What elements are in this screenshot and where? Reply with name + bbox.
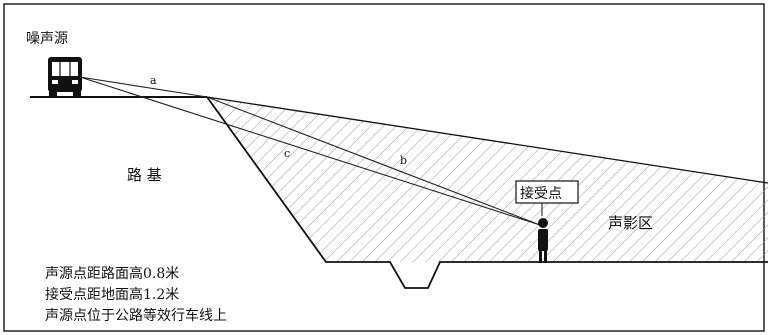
roadbed-label: 路 基 xyxy=(127,166,162,184)
vehicle-icon xyxy=(48,57,82,97)
ray-c-line xyxy=(79,76,541,226)
receiver-label-box xyxy=(515,180,579,204)
note-source-height: 声源点距路面高0.8米 xyxy=(45,265,179,282)
note-source-position: 声源点位于公路等效行车线上 xyxy=(45,307,227,324)
ray-b-line xyxy=(206,96,541,226)
person-icon xyxy=(538,218,548,263)
shadow-boundary-line xyxy=(206,96,768,184)
receiver-label: 接受点 xyxy=(520,185,562,202)
note-receiver-height: 接受点距地面高1.2米 xyxy=(45,286,179,303)
ray-b-label: b xyxy=(400,154,407,167)
ray-a-label: a xyxy=(150,74,157,87)
ground-profile xyxy=(206,96,768,289)
ray-c-label: c xyxy=(284,147,290,160)
shadow-zone-hatch xyxy=(207,97,768,262)
ray-a-line xyxy=(79,76,208,98)
shadow-zone-label: 声影区 xyxy=(608,214,653,232)
noise-source-label: 噪声源 xyxy=(26,31,68,47)
